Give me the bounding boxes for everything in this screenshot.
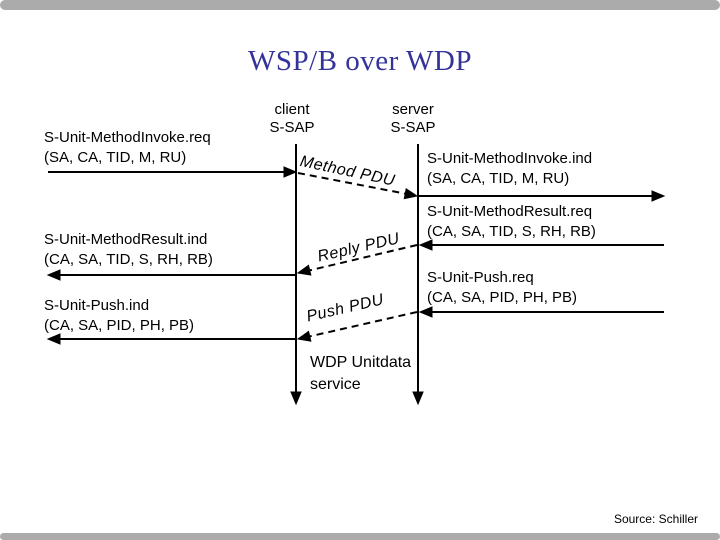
wdp-service-line2: service — [310, 376, 361, 393]
event-method-invoke-req: S-Unit-MethodInvoke.req (SA, CA, TID, M,… — [44, 128, 211, 168]
push-pdu-line — [306, 311, 418, 338]
wdp-service-label: WDP Unitdata service — [310, 352, 411, 396]
reply-pdu-line — [306, 244, 418, 272]
event-method-result-ind: S-Unit-MethodResult.ind (CA, SA, TID, S,… — [44, 230, 213, 270]
event-push-req: S-Unit-Push.req (CA, SA, PID, PH, PB) — [427, 268, 577, 308]
event-name: S-Unit-MethodInvoke.req — [44, 129, 211, 146]
event-params: (SA, CA, TID, M, RU) — [427, 170, 570, 187]
event-params: (CA, SA, TID, S, RH, RB) — [44, 251, 213, 268]
server-sap: S-SAP — [390, 119, 436, 136]
reply-pdu-arrow-icon — [296, 264, 312, 276]
method-invoke-ind-arrow-icon — [651, 190, 666, 202]
event-params: (SA, CA, TID, M, RU) — [44, 149, 187, 166]
method-result-req-arrow-icon — [418, 239, 433, 251]
event-name: S-Unit-MethodInvoke.ind — [427, 150, 593, 167]
source-credit: Source: Schiller — [613, 512, 698, 526]
method-pdu-arrow-icon — [403, 187, 419, 200]
event-method-invoke-ind: S-Unit-MethodInvoke.ind (SA, CA, TID, M,… — [427, 149, 592, 189]
event-params: (CA, SA, PID, PH, PB) — [44, 317, 195, 334]
client-sap-label: client S-SAP — [242, 101, 342, 137]
method-invoke-req-arrow-icon — [283, 166, 298, 178]
event-params: (CA, SA, PID, PH, PB) — [427, 289, 578, 306]
bottom-border-bar — [0, 533, 720, 540]
event-name: S-Unit-MethodResult.ind — [44, 231, 208, 248]
client-lifeline-arrow-icon — [290, 391, 302, 406]
page-title: WSP/B over WDP — [248, 45, 472, 77]
event-push-ind: S-Unit-Push.ind (CA, SA, PID, PH, PB) — [44, 296, 194, 336]
event-name: S-Unit-Push.req — [427, 269, 534, 286]
top-border-bar — [0, 0, 720, 10]
push-pdu-arrow-icon — [296, 330, 312, 342]
server-lifeline-arrow-icon — [412, 391, 424, 406]
wdp-service-line1: WDP Unitdata — [310, 354, 412, 371]
event-name: S-Unit-Push.ind — [44, 297, 150, 314]
client-label: client — [274, 101, 310, 118]
event-name: S-Unit-MethodResult.req — [427, 203, 593, 220]
event-params: (CA, SA, TID, S, RH, RB) — [427, 223, 596, 240]
event-method-result-req: S-Unit-MethodResult.req (CA, SA, TID, S,… — [427, 202, 596, 242]
method-pdu-line — [297, 172, 408, 195]
push-ind-arrow-icon — [46, 333, 61, 345]
method-result-ind-arrow-icon — [46, 269, 61, 281]
server-sap-label: server S-SAP — [363, 101, 463, 137]
server-label: server — [392, 101, 434, 118]
push-req-arrow-icon — [418, 306, 433, 318]
client-sap: S-SAP — [269, 119, 315, 136]
